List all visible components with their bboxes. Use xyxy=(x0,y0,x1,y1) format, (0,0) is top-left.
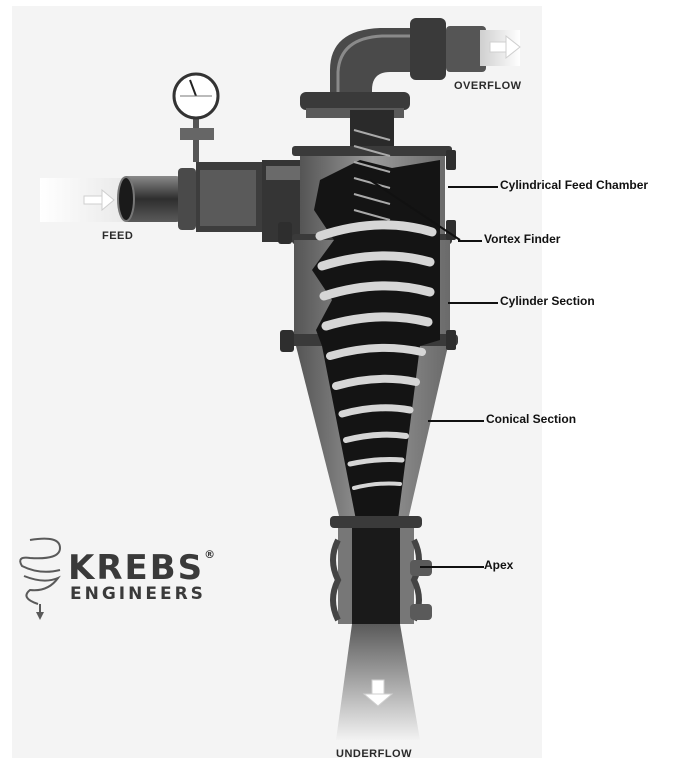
background-panel xyxy=(12,6,542,758)
apex-label: Apex xyxy=(484,558,513,572)
leader-cylinder-section xyxy=(448,302,498,304)
overflow-label: OVERFLOW xyxy=(454,80,522,92)
leader-apex xyxy=(420,566,484,568)
underflow-label: UNDERFLOW xyxy=(336,748,412,760)
conical-section-label: Conical Section xyxy=(486,412,576,426)
leader-conical-section xyxy=(428,420,484,422)
cylinder-section-label: Cylinder Section xyxy=(500,294,595,308)
leader-vortex-finder-diagonal xyxy=(360,160,486,244)
logo-name-text: KREBS xyxy=(68,548,204,588)
vortex-finder-label: Vortex Finder xyxy=(484,232,560,246)
logo-subtitle: ENGINEERS xyxy=(70,584,206,604)
cylindrical-feed-chamber-label: Cylindrical Feed Chamber xyxy=(500,178,648,192)
logo-name: KREBS® xyxy=(68,548,217,588)
feed-label: FEED xyxy=(102,230,133,242)
registered-mark: ® xyxy=(204,548,217,561)
